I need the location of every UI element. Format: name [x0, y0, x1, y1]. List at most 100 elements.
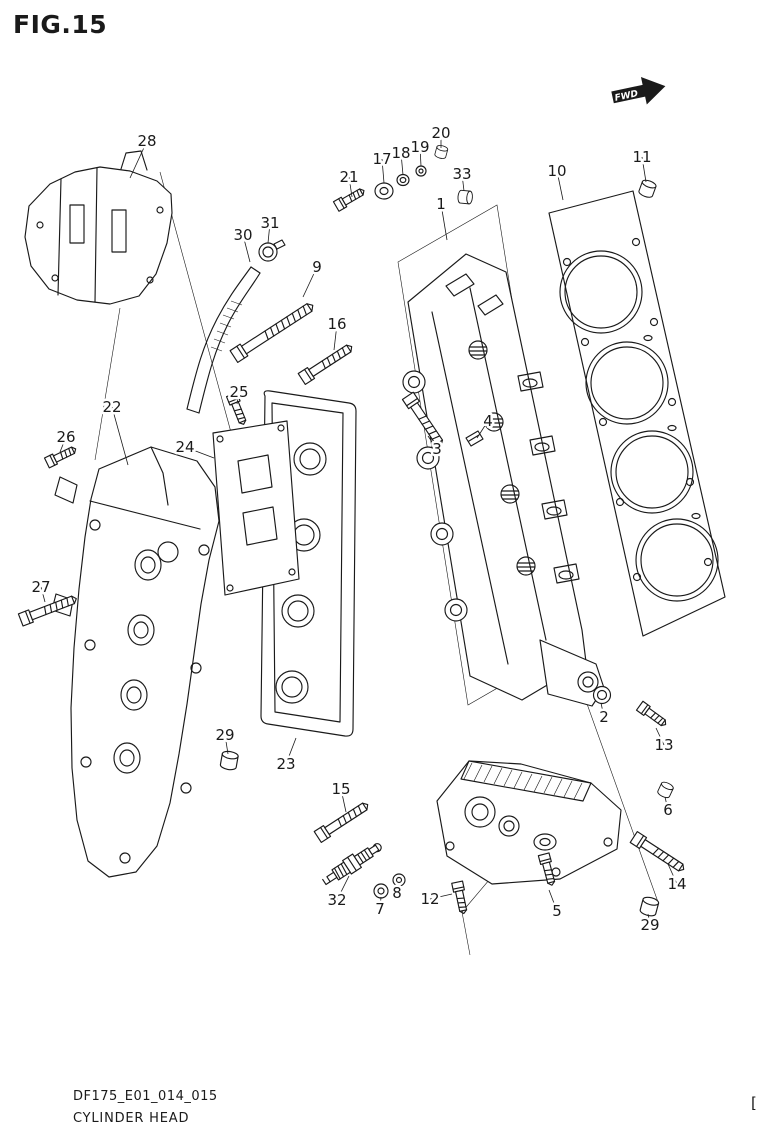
cap-6-drawing [656, 780, 675, 800]
fwd-label: FWD [614, 89, 640, 104]
leader-line-22 [111, 406, 129, 466]
leader-line-27 [40, 586, 46, 603]
leader-line-8 [396, 884, 400, 894]
callout-17: 17 [372, 150, 391, 168]
callout-1: 1 [436, 195, 446, 213]
leader-line-3 [427, 435, 438, 450]
leader-line-21 [348, 176, 353, 198]
ring-8-drawing [392, 873, 406, 887]
callout-11: 11 [632, 148, 651, 166]
leader-line-23 [285, 737, 297, 765]
plug-11-drawing [637, 178, 658, 200]
leader-line-13 [655, 727, 665, 746]
figure-caption: CYLINDER HEAD [73, 1111, 190, 1126]
callout-5: 5 [552, 902, 562, 920]
leader-line-25 [236, 391, 240, 405]
callout-12: 12 [420, 890, 439, 908]
housing-hatch [463, 762, 583, 800]
callout-25: 25 [229, 383, 248, 401]
fwd-arrow: FWD [611, 77, 666, 105]
leader-line-1 [440, 203, 448, 241]
callout-27: 27 [31, 578, 50, 596]
callout-19: 19 [410, 138, 429, 156]
bolt-9-drawing [229, 298, 318, 363]
callout-8: 8 [392, 884, 402, 902]
leader-line-29 [224, 734, 229, 755]
breather-hose-drawing [186, 266, 261, 414]
leader-line-14 [667, 863, 678, 885]
callout-18: 18 [391, 144, 410, 162]
cap-29-right-drawing [638, 895, 661, 918]
leader-line-16 [333, 323, 338, 351]
leader-line-29 [647, 913, 651, 926]
leader-line-7 [379, 896, 382, 910]
seal-2-drawing [592, 685, 612, 705]
leader-line-15 [340, 788, 347, 813]
cylinder-head-drawing [402, 253, 605, 707]
callout-29: 29 [640, 916, 659, 934]
callout-21: 21 [339, 168, 358, 186]
leader-line-2 [600, 702, 605, 718]
callout-31: 31 [260, 214, 279, 232]
bolt-16-drawing [297, 340, 356, 386]
leader-line-4 [476, 420, 489, 439]
bolt-15-drawing [313, 798, 372, 844]
valve-cover-drawing [51, 446, 220, 878]
hose-clamp-drawing [258, 239, 286, 262]
leader-line-32 [336, 875, 350, 901]
bolt-21-drawing [332, 185, 368, 212]
callout-15: 15 [331, 780, 350, 798]
spark-plug-drawing [322, 843, 382, 886]
callout-9: 9 [312, 258, 322, 276]
callout-24: 24 [175, 438, 194, 456]
cap-29-left-drawing [219, 749, 240, 772]
leader-line-9 [302, 266, 318, 298]
plate-gasket-drawing [212, 420, 300, 596]
leader-line-31 [267, 222, 271, 244]
washer-7-drawing [373, 883, 389, 899]
leader-line-11 [641, 156, 647, 183]
callout-23: 23 [276, 755, 295, 773]
leader-line-33 [461, 173, 465, 192]
leader-line-17 [381, 158, 385, 184]
bolt-13-drawing [635, 700, 670, 730]
grommet-17-drawing [374, 182, 394, 200]
lower-housing-drawing [436, 760, 622, 885]
exhaust-ports-drawing [517, 371, 580, 584]
callout-20: 20 [431, 124, 450, 142]
callout-28: 28 [137, 132, 156, 150]
callout-32: 32 [327, 891, 346, 909]
leader-line-30 [242, 234, 251, 263]
figure-title: FIG.15 [13, 10, 108, 39]
washer-19-drawing [415, 165, 427, 177]
leader-line-12 [429, 893, 453, 900]
leader-line-5 [548, 889, 558, 912]
callout-22: 22 [102, 398, 121, 416]
ignition-cover-drawing [24, 150, 173, 305]
figure-code: DF175_E01_014_015 [73, 1089, 218, 1104]
callout-26: 26 [56, 428, 75, 446]
head-gasket-drawing [548, 190, 726, 637]
bolt-14-drawing [629, 830, 688, 876]
leader-line-18 [400, 152, 404, 176]
corner-bracket: [ [751, 1094, 757, 1112]
leader-line-24 [184, 446, 215, 459]
leader-line-6 [664, 796, 669, 811]
ring-18-drawing [396, 173, 410, 187]
callout-2: 2 [599, 708, 609, 726]
leader-line-28 [129, 140, 148, 179]
callout-4: 4 [483, 412, 493, 430]
callout-29: 29 [215, 726, 234, 744]
callout-6: 6 [663, 801, 673, 819]
bolt-12-drawing [451, 880, 470, 916]
leader-line-19 [419, 146, 422, 167]
valve-springs-drawing [468, 340, 536, 576]
callout-13: 13 [654, 736, 673, 754]
plug-33-drawing [457, 189, 474, 205]
leader-line-26 [59, 436, 67, 453]
bolt-26-drawing [43, 443, 79, 469]
leader-line-10 [556, 170, 564, 201]
